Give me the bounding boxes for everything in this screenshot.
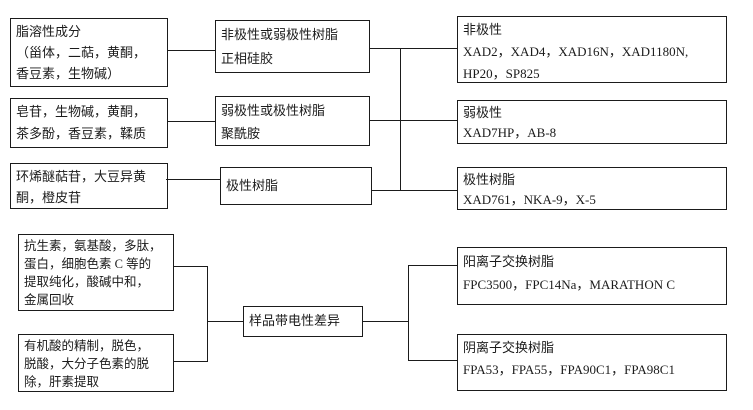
connector-cation-branch: [408, 265, 457, 266]
box-cation-exchange-resins-list: 阳离子交换树脂 FPC3500，FPC14Na，MARATHON C: [457, 247, 727, 305]
connector-trunk-to-charge-box: [207, 321, 243, 322]
connector-antibiotics-branch: [174, 266, 207, 267]
box-polar-resin: 极性树脂: [220, 167, 372, 205]
box-antibiotics-amino-acids: 抗生素，氨基酸，多肽， 蛋白，细胞色素 C 等的 提取纯化，酸碱中和， 金属回收: [18, 234, 174, 311]
connector-iridoid-to-polar: [166, 179, 220, 180]
connector-polar-to-list: [372, 190, 457, 191]
box-anion-exchange-resins-list: 阴离子交换树脂 FPA53，FPA55，FPA90C1，FPA98C1: [457, 334, 727, 391]
trunk-top-section: [400, 48, 401, 191]
box-nonpolar-resins-list: 非极性 XAD2，XAD4，XAD16N，XAD1180N, HP20，SP82…: [457, 16, 727, 83]
box-weak-polar-or-polar-resin: 弱极性或极性树脂 聚酰胺: [215, 96, 370, 146]
connector-weakpolar-to-list: [370, 120, 457, 121]
trunk-bottom-right: [408, 265, 409, 361]
connector-charge-box-to-trunk: [363, 321, 408, 322]
connector-nonpolar-to-list: [370, 48, 457, 49]
connector-saponin-to-weakpolar: [168, 121, 215, 122]
box-sample-charge-difference: 样品带电性差异: [243, 306, 363, 337]
box-iridoid-glycosides: 环烯醚萜苷，大豆异黄 酮，橙皮苷: [10, 163, 168, 209]
connector-anion-branch: [408, 360, 457, 361]
box-nonpolar-or-weak-polar-resin: 非极性或弱极性树脂 正相硅胶: [215, 20, 370, 73]
connector-organic-acid-branch: [174, 361, 207, 362]
box-organic-acid-refining: 有机酸的精制，脱色， 脱酸，大分子色素的脱 除，肝素提取: [18, 334, 174, 392]
connector-lipid-to-nonpolar: [168, 50, 215, 51]
trunk-bottom-left: [207, 266, 208, 362]
box-saponins-alkaloids-flavones: 皂苷，生物碱，黄酮， 茶多酚，香豆素，鞣质: [10, 98, 168, 148]
box-lipid-soluble-components: 脂溶性成分 （甾体，二萜，黄酮， 香豆素，生物碱）: [10, 18, 168, 87]
box-weak-polar-resins-list: 弱极性 XAD7HP，AB-8: [457, 100, 727, 144]
box-polar-resins-list: 极性树脂 XAD761，NKA-9，X-5: [457, 167, 727, 210]
